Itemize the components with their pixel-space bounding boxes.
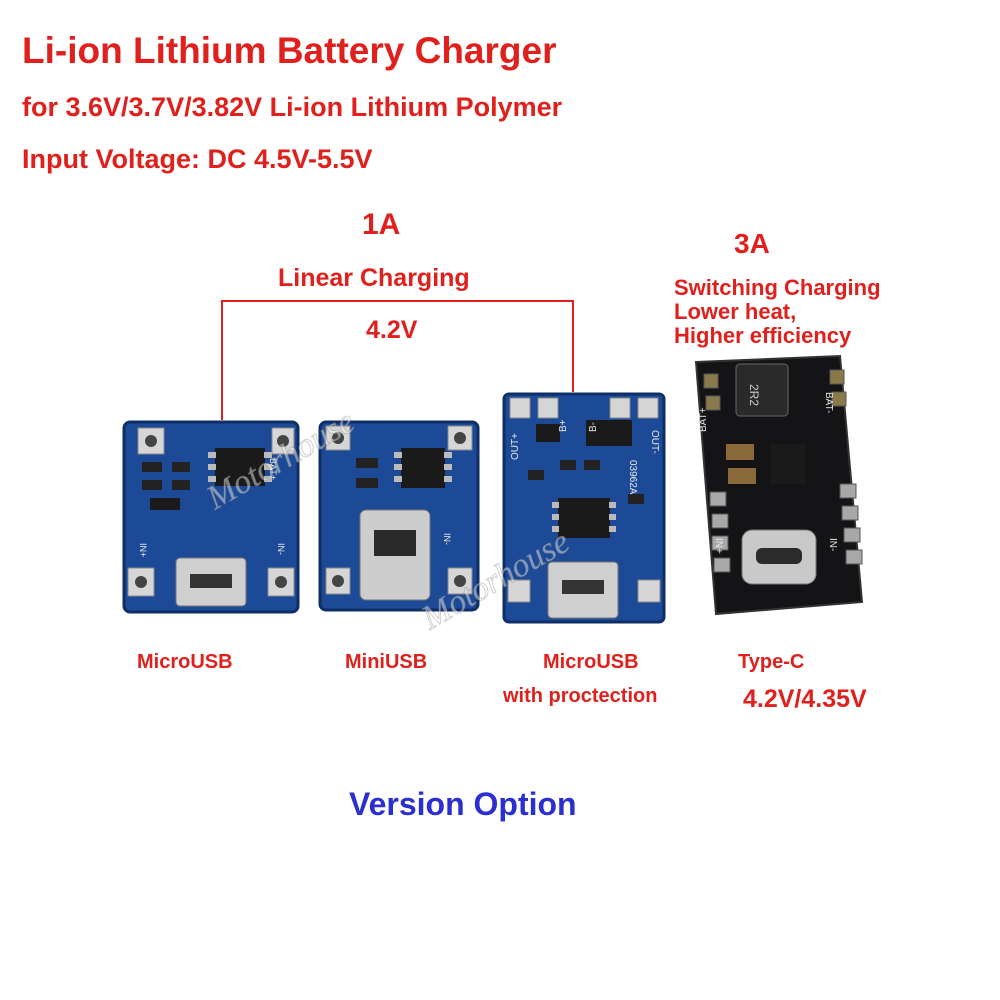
group-3a-feature: Switching Charging [674,275,881,300]
silkscreen-b-plus: B+ [558,419,569,432]
board-miniusb-image: IN- [318,420,480,612]
board-label: MiniUSB [345,651,428,673]
silkscreen-in-minus: IN- [827,538,838,551]
group-1a-mode: Linear Charging [278,264,470,292]
group-3a-feature: Higher efficiency [674,323,852,348]
board-label: Type-C [738,651,805,673]
silkscreen-chip-code: 03962A [627,460,638,495]
silkscreen-b-minus: B- [588,422,599,432]
board-sublabel: 4.2V/4.35V [743,685,867,713]
inductor-code: 2R2 [747,384,761,406]
watermark-text: Motorhouse [200,403,361,517]
silkscreen-in-minus: IN- [442,533,452,545]
group-1a-current: 1A [362,208,401,241]
group-3a-feature: Lower heat, [674,299,797,324]
board-type-c-image: 2R2 BAT+ BAT- IN+ IN- [694,354,864,616]
board-label: MicroUSB [543,651,639,673]
input-voltage-text: Input Voltage: DC 4.5V-5.5V [22,144,373,174]
silkscreen-in-minus: IN- [276,543,286,555]
silkscreen-bat-minus: BAT- [823,392,834,413]
page-subtitle: for 3.6V/3.7V/3.82V Li-ion Lithium Polym… [22,92,563,122]
silkscreen-in-plus: IN+ [138,543,148,557]
board-label: MicroUSB [137,651,233,673]
silkscreen-out-minus: OUT- [649,430,660,454]
version-option-label: Version Option [349,786,577,822]
page-title: Li-ion Lithium Battery Charger [22,30,557,71]
board-microusb-image: BAT+ IN+ IN- [122,420,300,614]
group-3a-current: 3A [734,228,770,259]
board-sublabel: with proctection [503,685,658,707]
board-microusb-protection-image: OUT+ OUT- B+ B- 03962A [502,392,666,624]
group-1a-voltage: 4.2V [366,316,418,344]
silkscreen-out-plus: OUT+ [510,433,521,460]
silkscreen-bat-plus: BAT+ [698,407,709,432]
watermark-text: Motorhouse [415,523,576,637]
silkscreen-bat-plus: BAT+ [268,458,278,480]
silkscreen-in-plus: IN+ [713,538,724,554]
